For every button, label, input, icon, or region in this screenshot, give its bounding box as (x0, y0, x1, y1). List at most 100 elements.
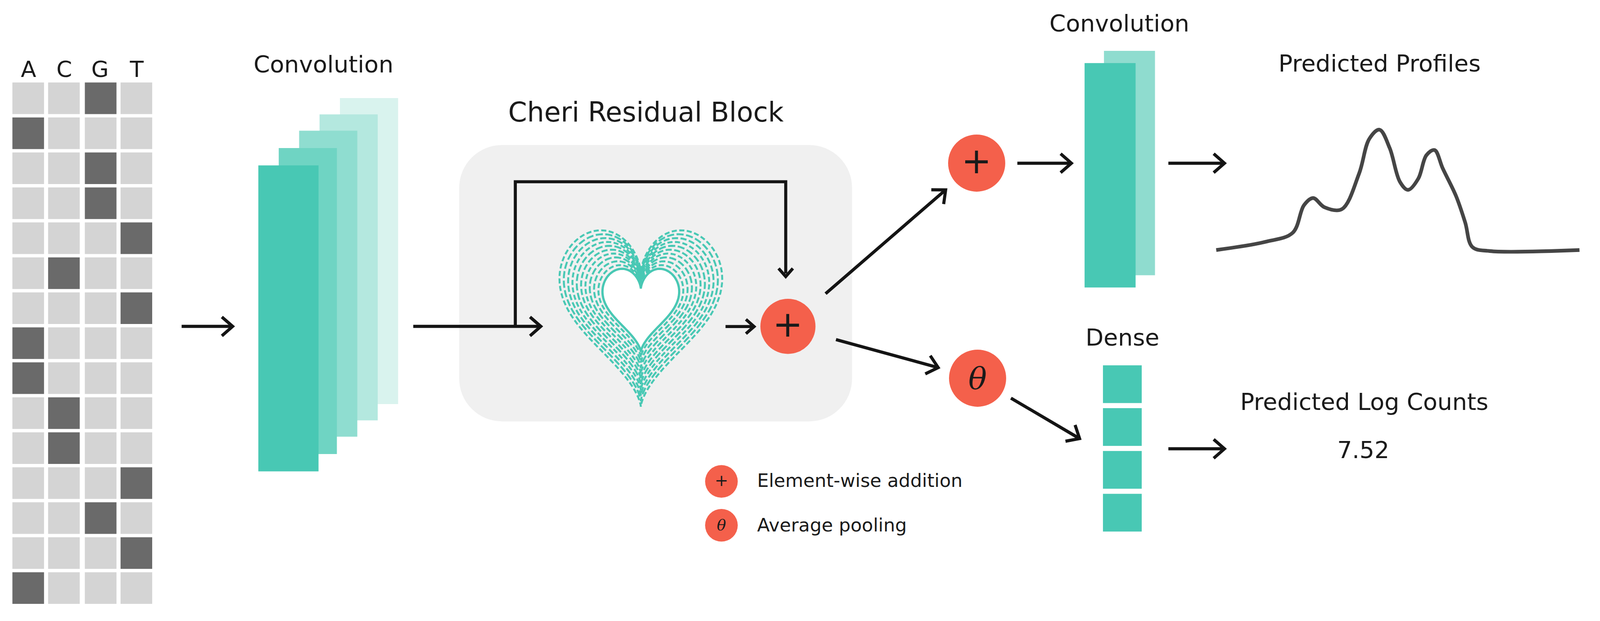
matrix-cell (120, 187, 152, 220)
matrix-cell (120, 502, 152, 535)
matrix-cell (84, 327, 117, 360)
conv-stack-art (1084, 50, 1155, 288)
matrix-cell (120, 257, 152, 290)
legend-symbol: θ (716, 517, 726, 534)
matrix-cell (48, 82, 80, 115)
add-circle: + (948, 134, 1006, 192)
block-background (459, 144, 853, 422)
matrix-cell (120, 292, 152, 325)
legend-text: Element-wise addition (757, 471, 963, 490)
matrix-cell (84, 362, 117, 395)
profile-plot-art (1216, 129, 1580, 252)
conv-filter (1084, 63, 1136, 289)
matrix-cell (12, 327, 44, 360)
node-label: Convolution (1049, 11, 1190, 36)
matrix-cell (48, 502, 80, 535)
matrix-cell (48, 362, 80, 395)
flow-arrow (1011, 398, 1080, 439)
conv-filter (257, 165, 319, 472)
matrix-cell (84, 292, 117, 325)
operator-symbol: + (961, 143, 992, 180)
node-label: Cheri Residual Block (508, 98, 784, 126)
node-label: Convolution (253, 52, 394, 77)
matrix-cell (48, 117, 80, 150)
matrix-cell (48, 257, 80, 290)
matrix-cell (48, 187, 80, 220)
matrix-cell (120, 222, 152, 255)
matrix-cell (84, 502, 117, 535)
add-legend-circle (705, 465, 738, 499)
pool-circle: θ (949, 349, 1007, 407)
matrix-cell (48, 152, 80, 185)
matrix-cell (120, 82, 152, 115)
conv-stack-art (257, 98, 398, 472)
matrix-cell (12, 82, 44, 115)
matrix-cell (120, 432, 152, 465)
matrix-cell (48, 572, 80, 605)
matrix-cell (120, 467, 152, 500)
add-circle-shape (760, 298, 816, 354)
pool-legend-circle (705, 509, 738, 543)
node-label: A (20, 58, 37, 81)
matrix-cell (12, 537, 44, 570)
pool-circle-shape (949, 349, 1007, 407)
heart-ring (572, 241, 710, 391)
heart-ring (568, 238, 714, 396)
profile-plot: Predicted Profiles (1229, 40, 1587, 261)
matrix-cell (12, 397, 44, 430)
node-label: Dense (1085, 325, 1160, 350)
operator-symbol: θ (968, 363, 987, 394)
node-label: Predicted Log Counts (1240, 390, 1489, 414)
matrix-cell (84, 187, 117, 220)
dense-layer: Dense (1091, 316, 1153, 536)
value-text: C (56, 58, 73, 81)
matrix-cell (12, 362, 44, 395)
value-text: 7.52 (1337, 438, 1390, 462)
matrix-cell (84, 432, 117, 465)
conv-stack-outline (1076, 4, 1164, 291)
pool-circle-art (949, 349, 1007, 407)
add-circle-shape (948, 134, 1006, 192)
matrix-cell (48, 222, 80, 255)
matrix-cell (12, 467, 44, 500)
residual-block-outline (459, 86, 853, 422)
node-label: T (129, 58, 144, 81)
matrix-cell (12, 117, 44, 150)
one-hot-matrix: ACGT (10, 50, 156, 611)
matrix-cell (120, 327, 152, 360)
matrix-cell (48, 327, 80, 360)
matrix-cell (84, 257, 117, 290)
matrix-cell (84, 152, 117, 185)
matrix-cell (84, 572, 117, 605)
conv-stack-outline (255, 40, 409, 480)
conv-stack: Convolution (1076, 4, 1164, 291)
heart-ring (559, 230, 723, 407)
matrix-cell (12, 292, 44, 325)
matrix-cell (120, 397, 152, 430)
heart-output-line (725, 325, 753, 329)
matrix-cell (120, 537, 152, 570)
one-hot-matrix-outline (10, 50, 156, 611)
legend-text: Average pooling (757, 516, 907, 535)
conv-stack: Convolution (255, 40, 409, 480)
matrix-cell (120, 572, 152, 605)
flow-arrow (1017, 161, 1072, 165)
matrix-cell (120, 362, 152, 395)
matrix-cell (48, 467, 80, 500)
add-circle: + (760, 298, 816, 354)
arrow-head (778, 268, 793, 277)
dense-unit (1102, 365, 1142, 403)
flow-arrow (1168, 447, 1225, 451)
matrix-cell (12, 432, 44, 465)
matrix-cell (84, 467, 117, 500)
dense-unit (1102, 451, 1142, 489)
legend-symbol: + (714, 472, 728, 489)
matrix-cell (12, 257, 44, 290)
matrix-cell (84, 222, 117, 255)
matrix-cell (12, 222, 44, 255)
matrix-cell (48, 537, 80, 570)
heart-ring (563, 234, 718, 402)
operator-symbol: + (772, 306, 803, 343)
profile-curve (1216, 129, 1580, 252)
